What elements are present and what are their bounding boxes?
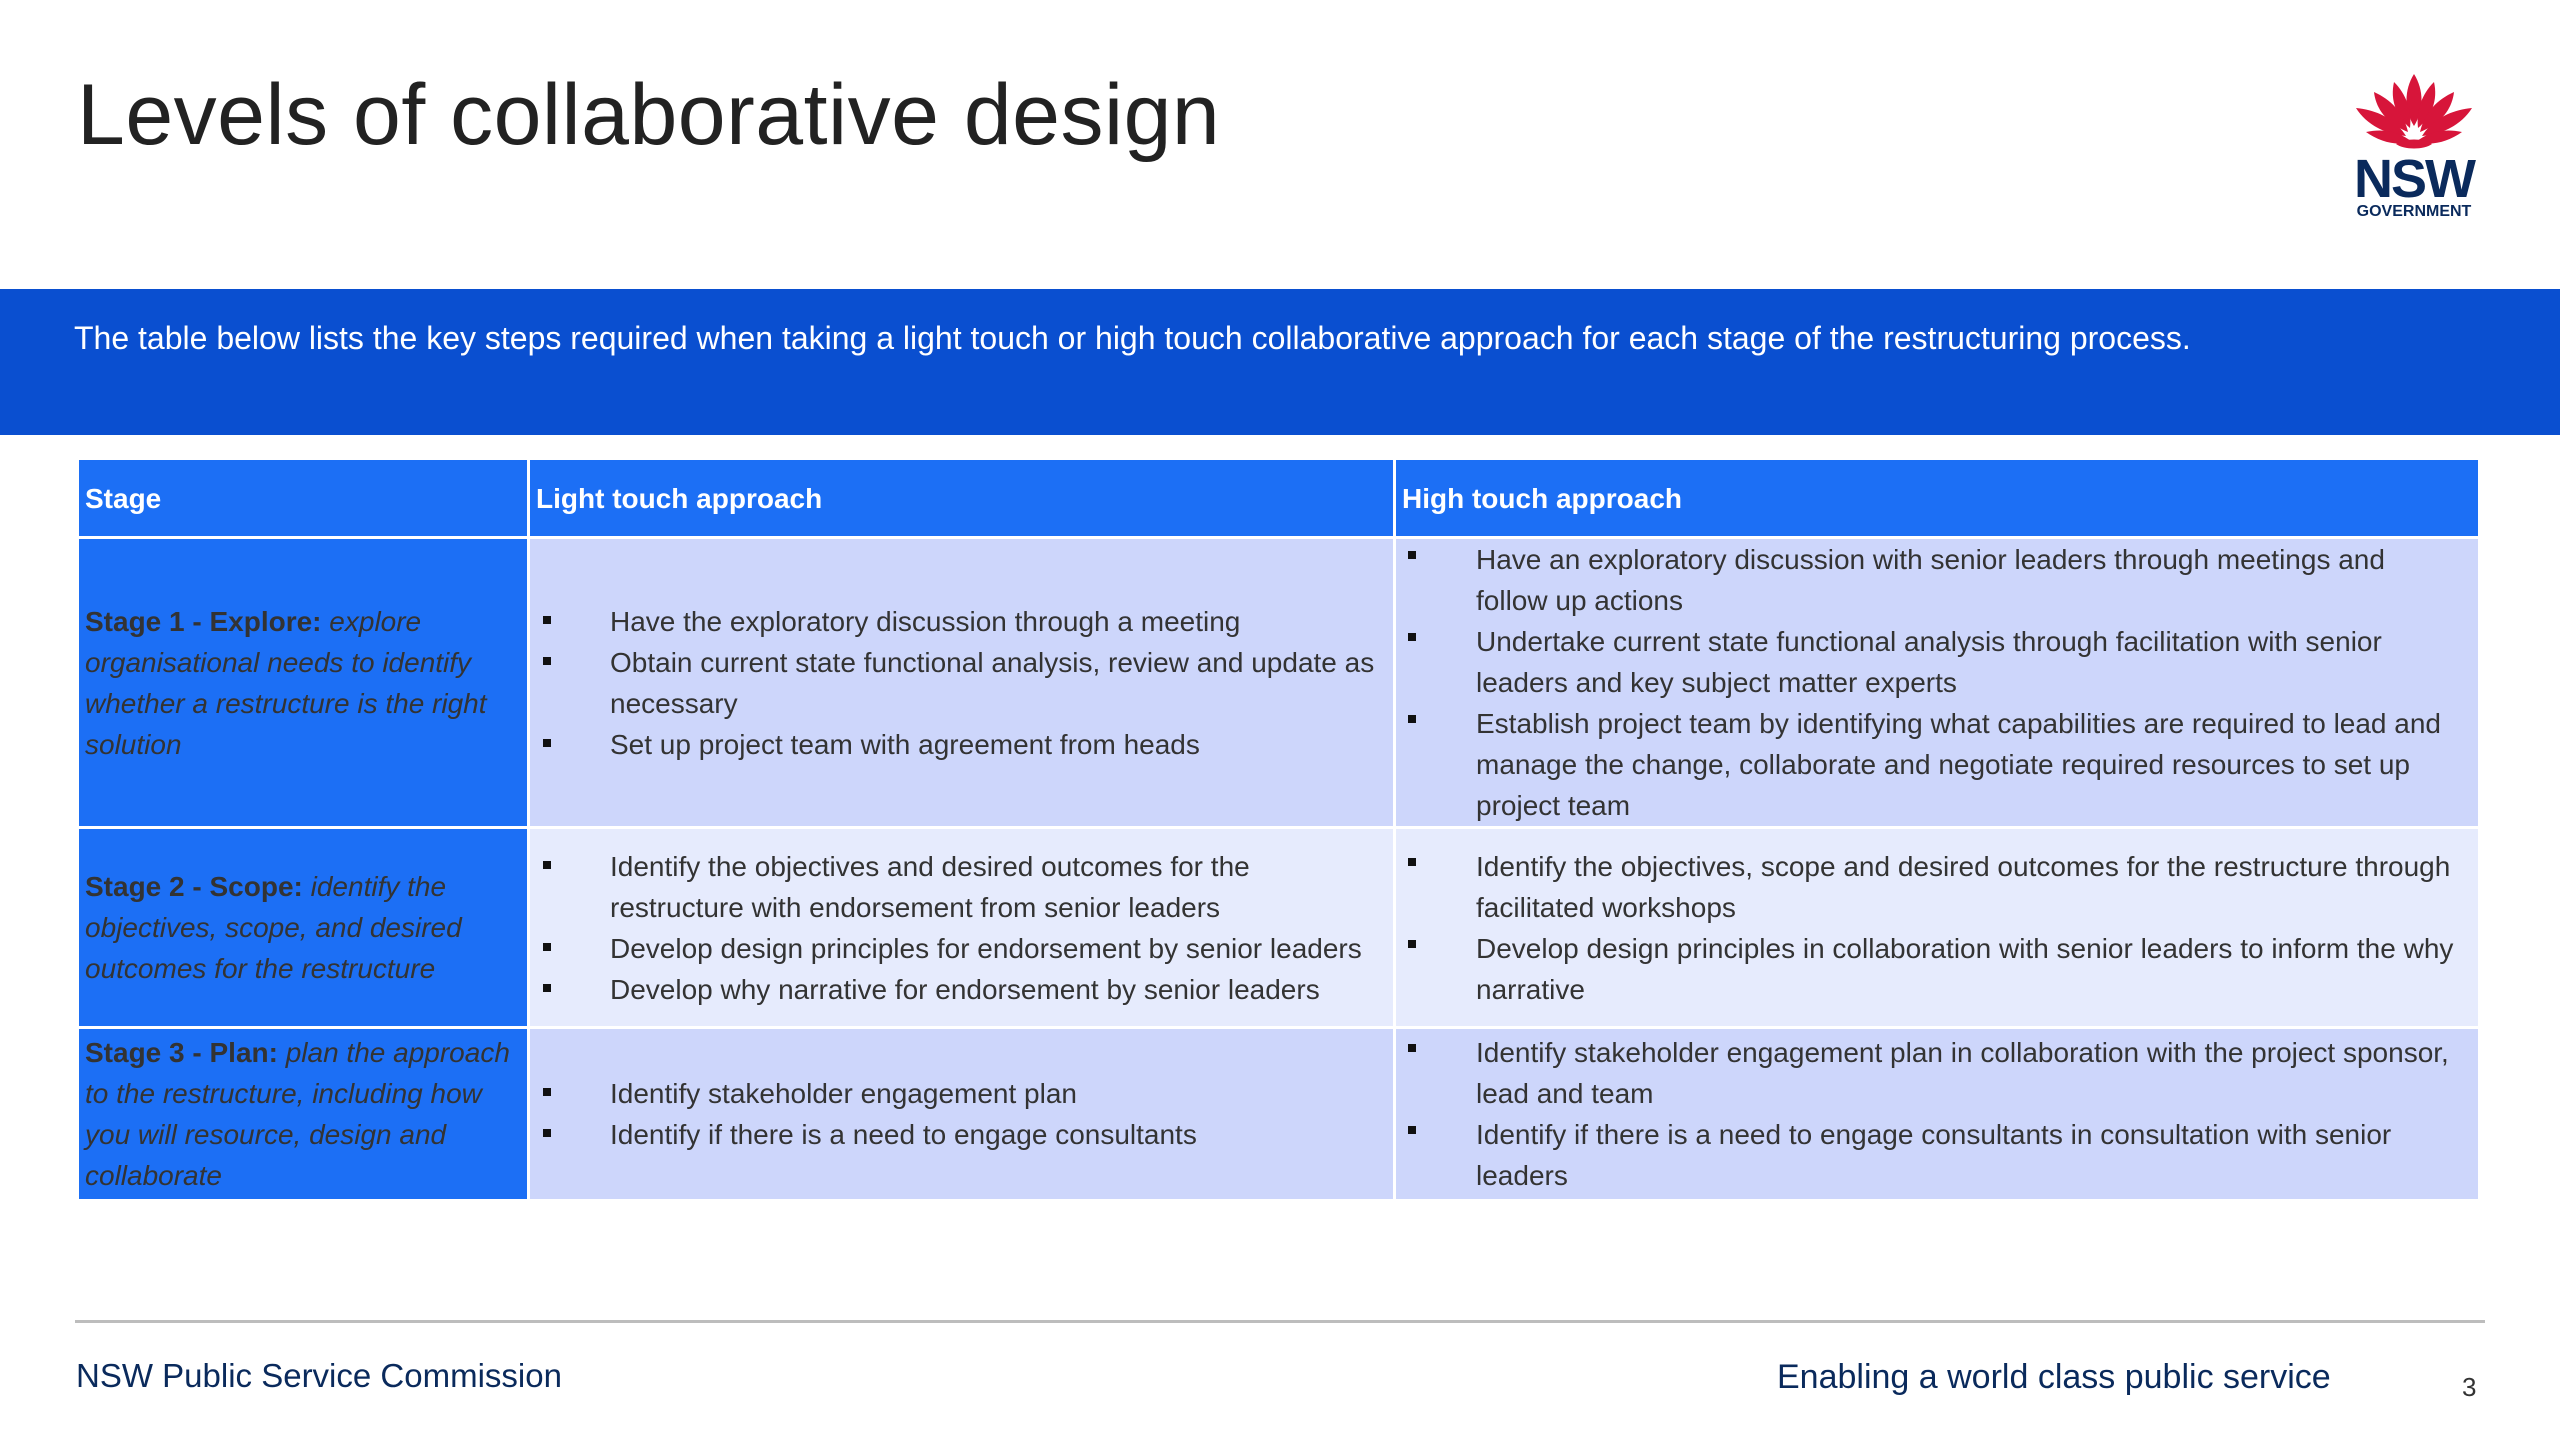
list-item: Develop design principles for endorsemen…: [540, 928, 1379, 969]
intro-text: The table below lists the key steps requ…: [74, 320, 2191, 356]
list-item: Identify stakeholder engagement plan in …: [1406, 1032, 2464, 1114]
stage-cell: Stage 2 - Scope: identify the objectives…: [76, 826, 530, 1029]
footer-divider: [75, 1320, 2485, 1323]
stage-description: plan the approach to the restructure, in…: [85, 1037, 510, 1191]
logo-subtitle: GOVERNMENT: [2356, 203, 2472, 220]
table-header-row: Stage Light touch approach High touch ap…: [76, 457, 2481, 539]
stage-description: explore organisational needs to identify…: [85, 605, 487, 760]
high-touch-cell: Have an exploratory discussion with seni…: [1393, 536, 2481, 829]
list-item: Identify the objectives and desired outc…: [540, 846, 1379, 928]
waratah-flower-icon: [2356, 74, 2472, 149]
light-touch-cell: Have the exploratory discussion through …: [527, 536, 1396, 829]
list-item: Have the exploratory discussion through …: [540, 601, 1379, 642]
stage-name: Stage 3 - Plan:: [85, 1037, 278, 1068]
table-row: Stage 1 - Explore: explore organisationa…: [76, 536, 2481, 829]
stage-cell: Stage 3 - Plan: plan the approach to the…: [76, 1026, 530, 1202]
footer-organisation: NSW Public Service Commission: [76, 1357, 562, 1394]
intro-banner: [0, 289, 2560, 435]
high-touch-cell: Identify stakeholder engagement plan in …: [1393, 1026, 2481, 1202]
list-item: Identify the objectives, scope and desir…: [1406, 846, 2464, 928]
header-high-touch: High touch approach: [1393, 457, 2481, 539]
list-item: Identify if there is a need to engage co…: [1406, 1114, 2464, 1196]
stage-description: identify the objectives, scope, and desi…: [85, 871, 462, 984]
list-item: Establish project team by identifying wh…: [1406, 703, 2464, 826]
header-stage: Stage: [76, 457, 530, 539]
light-touch-cell: Identify the objectives and desired outc…: [527, 826, 1396, 1029]
light-touch-cell: Identify stakeholder engagement plan Ide…: [527, 1026, 1396, 1202]
collaborative-design-table: Stage Light touch approach High touch ap…: [76, 457, 2481, 1202]
slide-title: Levels of collaborative design: [77, 67, 1221, 163]
footer-tagline: Enabling a world class public service: [1777, 1358, 2331, 1396]
list-item: Obtain current state functional analysis…: [540, 642, 1379, 724]
logo-wordmark: NSW: [2354, 149, 2476, 209]
table-row: Stage 3 - Plan: plan the approach to the…: [76, 1026, 2481, 1202]
stage-cell: Stage 1 - Explore: explore organisationa…: [76, 536, 530, 829]
list-item: Set up project team with agreement from …: [540, 724, 1379, 765]
list-item: Identify stakeholder engagement plan: [540, 1073, 1379, 1114]
stage-name: Stage 1 - Explore:: [85, 605, 322, 637]
list-item: Undertake current state functional analy…: [1406, 621, 2464, 703]
table-row: Stage 2 - Scope: identify the objectives…: [76, 826, 2481, 1029]
stage-name: Stage 2 - Scope:: [85, 871, 303, 902]
list-item: Develop why narrative for endorsement by…: [540, 969, 1379, 1010]
header-light-touch: Light touch approach: [527, 457, 1396, 539]
high-touch-cell: Identify the objectives, scope and desir…: [1393, 826, 2481, 1029]
list-item: Develop design principles in collaborati…: [1406, 928, 2464, 1010]
list-item: Identify if there is a need to engage co…: [540, 1114, 1379, 1155]
list-item: Have an exploratory discussion with seni…: [1406, 539, 2464, 621]
page-number: 3: [2462, 1372, 2477, 1402]
nsw-government-logo: NSW GOVERNMENT: [2346, 70, 2496, 230]
